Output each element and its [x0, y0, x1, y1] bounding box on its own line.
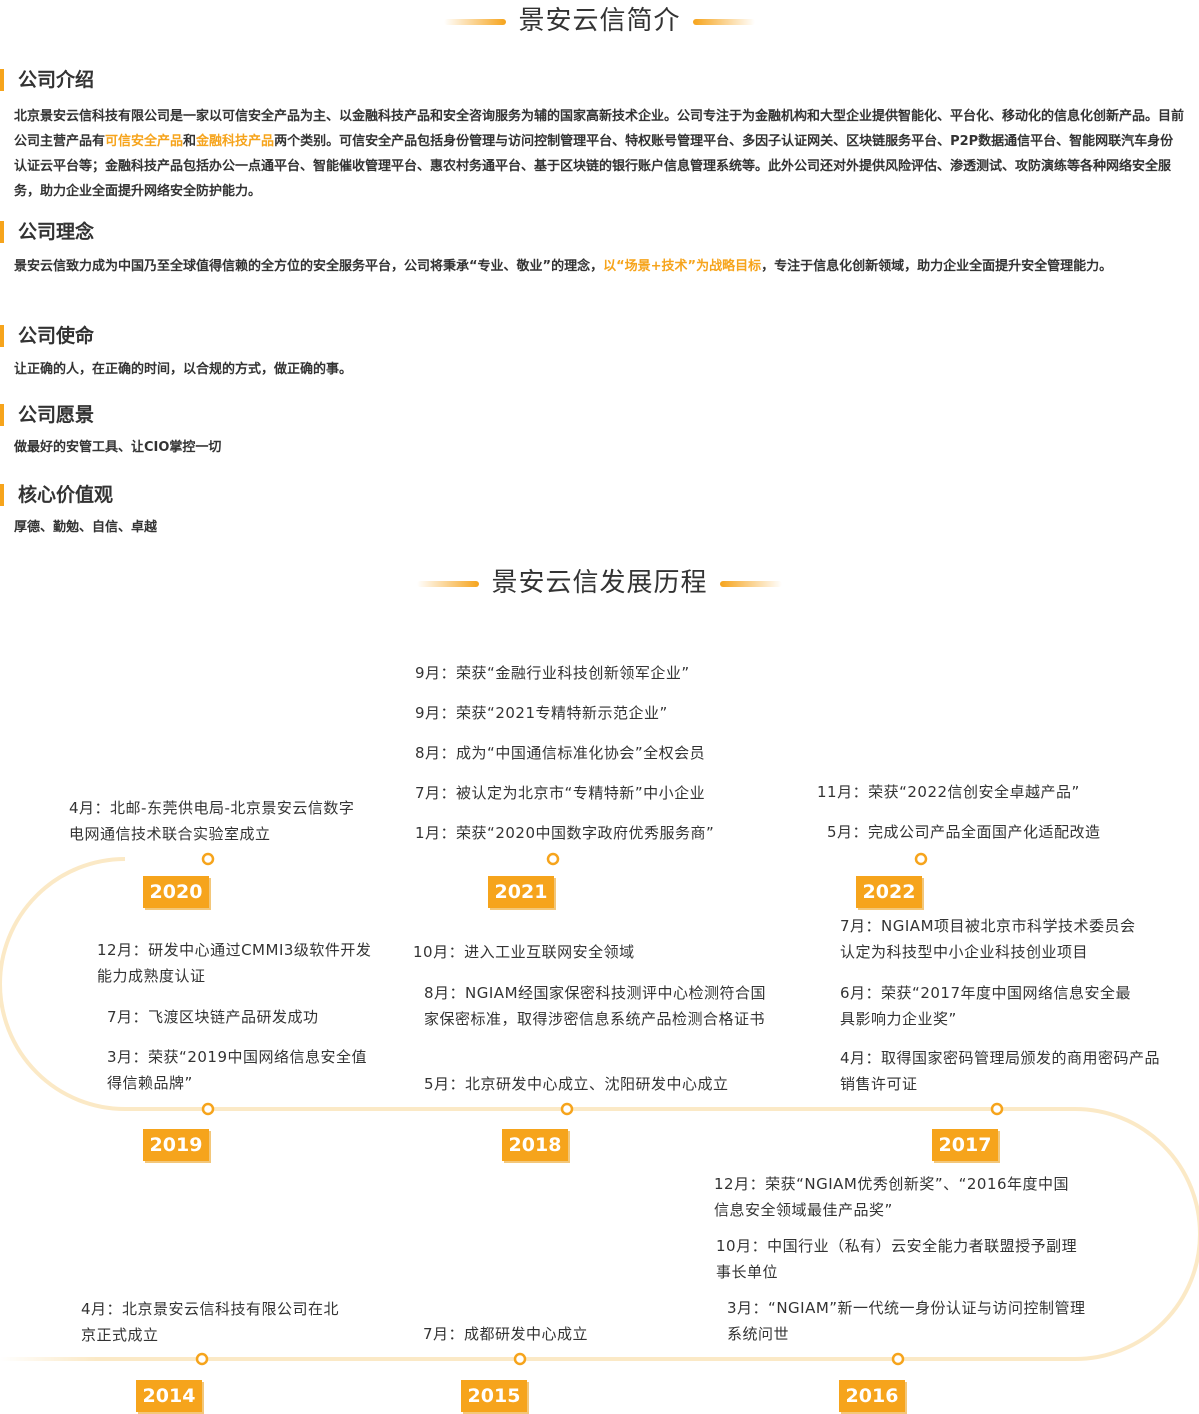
timeline-node-2014 — [195, 1352, 209, 1366]
event-2020-april: 4月：北邮-东莞供电局-北京景安云信数字电网通信技术联合实验室成立 — [69, 799, 355, 843]
philosophy-text-b: ，专注于信息化创新领域，助力企业全面提升安全管理能力。 — [761, 259, 1113, 274]
year-badge-2016: 2016 — [839, 1380, 905, 1412]
timeline-curve-left — [0, 857, 1075, 1111]
event-2018-aug: 8月：NGIAM经国家保密科技测评中心检测符合国家保密标准，取得涉密信息系统产品… — [424, 984, 767, 1028]
philosophy-text-a: 景安云信致力成为中国乃至全球值得信赖的全方位的安全服务平台，公司将秉承“专业、敬… — [14, 259, 604, 274]
intro-text-b: 两个类别。可信安全产品包括身份管理与访问控制管理平台、特权账号管理平台、多因子认… — [14, 134, 1174, 199]
heading-company-vision: 公司愿景 — [0, 404, 94, 426]
heading-core-values: 核心价值观 — [0, 484, 113, 506]
year-badge-2014: 2014 — [136, 1380, 202, 1412]
timeline-node-2021 — [546, 852, 560, 866]
title-decoration-left — [444, 18, 507, 25]
intro-text-a: 北京景安云信科技有限公司是一家以可信安全产品为主、以金融科技产品和安全咨询服务为… — [14, 109, 1185, 149]
year-badge-2019: 2019 — [143, 1129, 209, 1161]
title-decoration-right — [719, 580, 782, 587]
paragraph-company-vision: 做最好的安管工具、让CIO掌控一切 — [14, 440, 222, 455]
event-2021-jan: 1月：荣获“2020中国数字政府优秀服务商” — [415, 824, 715, 842]
title-decoration-left — [417, 580, 480, 587]
year-badge-2017: 2017 — [932, 1129, 998, 1161]
year-badge-2015: 2015 — [461, 1380, 527, 1412]
event-2019-jul: 7月：飞渡区块链产品研发成功 — [107, 1008, 319, 1026]
year-badge-2022: 2022 — [856, 876, 922, 908]
event-2021-aug: 8月：成为“中国通信标准化协会”全权会员 — [415, 744, 706, 762]
history-title-text: 景安云信发展历程 — [491, 568, 708, 598]
event-2022-may: 5月：完成公司产品全面国产化适配改造 — [827, 823, 1101, 841]
timeline-node-2017 — [990, 1102, 1004, 1116]
paragraph-company-mission: 让正确的人，在正确的时间，以合规的方式，做正确的事。 — [14, 362, 353, 377]
event-2022-nov: 11月：荣获“2022信创安全卓越产品” — [817, 783, 1080, 801]
year-badge-2021: 2021 — [488, 876, 554, 908]
event-2021-jul: 7月：被认定为北京市“专精特新”中小企业 — [415, 784, 706, 802]
philosophy-highlight: 以“场景+技术”为战略目标 — [603, 259, 762, 274]
event-2016-dec: 12月：荣获“NGIAM优秀创新奖”、“2016年度中国信息安全领域最佳产品奖” — [714, 1175, 1070, 1219]
heading-company-mission: 公司使命 — [0, 325, 94, 347]
event-2016-mar: 3月：“NGIAM”新一代统一身份认证与访问控制管理系统问世 — [727, 1299, 1086, 1343]
timeline-curve-right — [0, 1107, 1199, 1361]
intro-title-text: 景安云信简介 — [518, 6, 681, 36]
intro-text-mid: 和 — [183, 134, 197, 149]
event-2017-jun: 6月：荣获“2017年度中国网络信息安全最具影响力企业奖” — [840, 984, 1131, 1028]
event-2021-sep-b: 9月：荣获“2021专精特新示范企业” — [415, 704, 668, 722]
event-2015-jul: 7月：成都研发中心成立 — [423, 1325, 589, 1343]
intro-highlight-2: 金融科技产品 — [196, 134, 275, 149]
event-2014-apr: 4月：北京景安云信科技有限公司在北京正式成立 — [81, 1300, 340, 1344]
timeline-node-2022 — [914, 852, 928, 866]
timeline-node-2016 — [891, 1352, 905, 1366]
timeline-node-2020 — [201, 852, 215, 866]
title-decoration-right — [692, 18, 755, 25]
event-2017-apr: 4月：取得国家密码管理局颁发的商用密码产品销售许可证 — [840, 1049, 1161, 1093]
event-2019-mar: 3月：荣获“2019中国网络信息安全值得信赖品牌” — [107, 1048, 367, 1092]
timeline-node-2015 — [513, 1352, 527, 1366]
event-2016-oct: 10月：中国行业（私有）云安全能力者联盟授予副理事长单位 — [716, 1237, 1078, 1281]
intro-highlight-1: 可信安全产品 — [105, 134, 184, 149]
timeline-node-2018 — [560, 1102, 574, 1116]
event-2017-jul: 7月：NGIAM项目被北京市科学技术委员会认定为科技型中小企业科技创业项目 — [840, 917, 1136, 961]
heading-company-intro: 公司介绍 — [0, 69, 94, 91]
paragraph-core-values: 厚德、勤勉、自信、卓越 — [14, 520, 158, 535]
event-2018-oct: 10月：进入工业互联网安全领域 — [413, 943, 635, 961]
heading-company-philosophy: 公司理念 — [0, 221, 94, 243]
year-badge-2018: 2018 — [502, 1129, 568, 1161]
timeline-node-2019 — [201, 1102, 215, 1116]
history-title: 景安云信发展历程 — [0, 562, 1199, 599]
year-badge-2020: 2020 — [143, 876, 209, 908]
event-2019-dec: 12月：研发中心通过CMMI3级软件开发能力成熟度认证 — [97, 941, 372, 985]
intro-title: 景安云信简介 — [0, 0, 1199, 37]
event-2021-sep-a: 9月：荣获“金融行业科技创新领军企业” — [415, 664, 690, 682]
event-2018-may: 5月：北京研发中心成立、沈阳研发中心成立 — [424, 1075, 729, 1093]
paragraph-company-philosophy: 景安云信致力成为中国乃至全球值得信赖的全方位的安全服务平台，公司将秉承“专业、敬… — [14, 254, 1186, 279]
paragraph-company-intro: 北京景安云信科技有限公司是一家以可信安全产品为主、以金融科技产品和安全咨询服务为… — [14, 104, 1186, 204]
